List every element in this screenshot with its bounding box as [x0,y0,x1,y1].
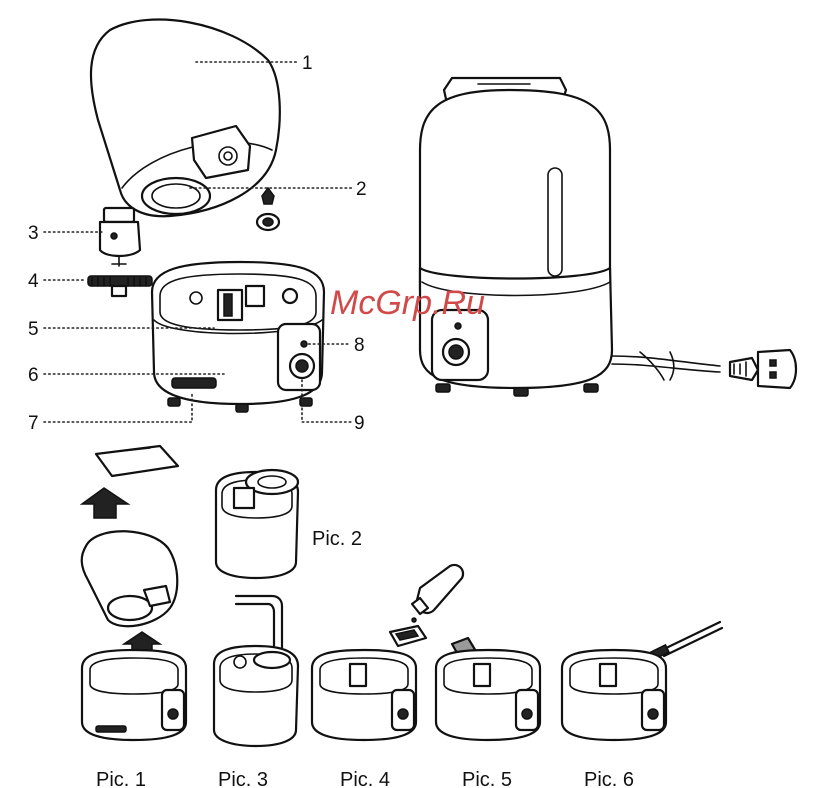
valve-part [255,186,281,232]
callout-5: 5 [28,319,39,340]
callout-4: 4 [28,271,39,292]
pic3-illustration [212,594,300,748]
pic6-illustration [560,620,724,742]
pic1-illustration [79,444,188,742]
callout-8: 8 [354,335,365,356]
assembled-humidifier [418,76,798,397]
pic4-illustration [310,563,465,742]
filter-cartridge-part [98,206,142,267]
callout-2: 2 [356,179,367,200]
callout-1: 1 [302,53,313,74]
pic3-label: Pic. 3 [218,769,268,788]
pic2-illustration [214,468,300,580]
pic4-label: Pic. 4 [340,769,390,788]
pic1-label: Pic. 1 [96,769,146,788]
pic2-label: Pic. 2 [312,528,362,550]
pic6-label: Pic. 6 [584,769,634,788]
base-unit-part [150,260,326,413]
floater-part [87,275,153,298]
pic5-illustration [434,636,542,742]
callout-6: 6 [28,365,39,386]
leader-lines [43,61,353,423]
pic5-label: Pic. 5 [462,769,512,788]
callout-3: 3 [28,223,39,244]
callout-7: 7 [28,413,39,434]
callout-9: 9 [354,413,365,434]
watermark-text: McGrp.Ru [330,284,485,322]
water-tank-part [89,18,281,218]
